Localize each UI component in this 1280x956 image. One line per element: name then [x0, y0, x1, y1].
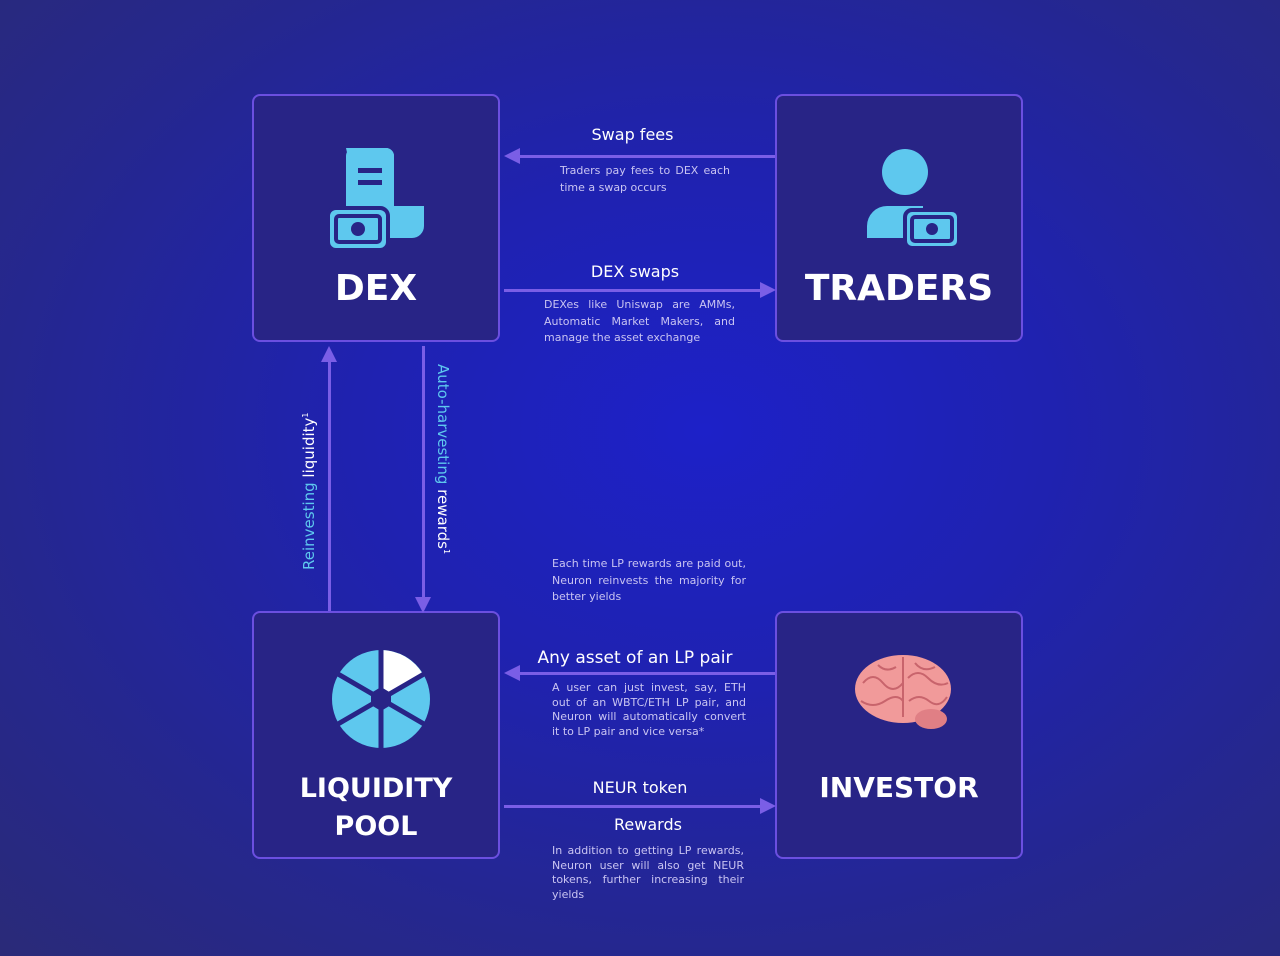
- investor-title: INVESTOR: [819, 771, 979, 804]
- neur-token-label: NEUR token: [592, 778, 688, 797]
- auto-harvesting-label: Auto-harvesting rewards1: [434, 364, 452, 555]
- any-asset-label: Any asset of an LP pair: [537, 648, 733, 668]
- swap-fees-description: Traders pay fees to DEX each time a swap…: [560, 164, 730, 194]
- dex-swaps-description: DEXes like Uniswap are AMMs, Automatic M…: [544, 298, 735, 344]
- liquidity-pool-title-line1: LIQUIDITY: [299, 773, 453, 804]
- dex-swaps-label: DEX swaps: [590, 262, 680, 281]
- neur-token-arrow: [504, 805, 762, 808]
- user-money-icon: [867, 149, 959, 248]
- liquidity-pool-title-line2: POOL: [334, 811, 418, 842]
- dex-swaps-arrow: [504, 289, 762, 292]
- reinvesting-arrowhead: [321, 346, 337, 362]
- auto-harvesting-arrow: [422, 346, 425, 598]
- traders-node: TRADERS: [775, 94, 1023, 342]
- brain-icon: [855, 655, 951, 729]
- neuron-logo-icon: [332, 649, 430, 749]
- receipt-money-icon: [326, 148, 424, 252]
- rewards-label: Rewards: [614, 815, 682, 834]
- reinvesting-arrow: [328, 360, 331, 611]
- swap-fees-arrowhead: [504, 148, 520, 164]
- any-asset-description: A user can just invest, say, ETH out of …: [552, 681, 746, 738]
- investor-node: INVESTOR: [775, 611, 1023, 859]
- any-asset-arrowhead: [504, 665, 520, 681]
- auto-harvesting-arrowhead: [415, 597, 431, 613]
- neur-token-description: In addition to getting LP rewards, Neuro…: [552, 844, 744, 901]
- dex-swaps-arrowhead: [760, 282, 776, 298]
- liquidity-pool-node: LIQUIDITY POOL: [252, 611, 500, 859]
- neur-token-arrowhead: [760, 798, 776, 814]
- auto-harvesting-description: Each time LP rewards are paid out, Neuro…: [552, 557, 746, 603]
- swap-fees-arrow: [518, 155, 775, 158]
- reinvesting-label: Reinvesting liquidity1: [300, 412, 318, 570]
- dex-node: DEX: [252, 94, 500, 342]
- any-asset-arrow: [518, 672, 775, 675]
- traders-title: TRADERS: [804, 268, 994, 309]
- swap-fees-label: Swap fees: [591, 125, 674, 144]
- dex-title: DEX: [334, 268, 418, 309]
